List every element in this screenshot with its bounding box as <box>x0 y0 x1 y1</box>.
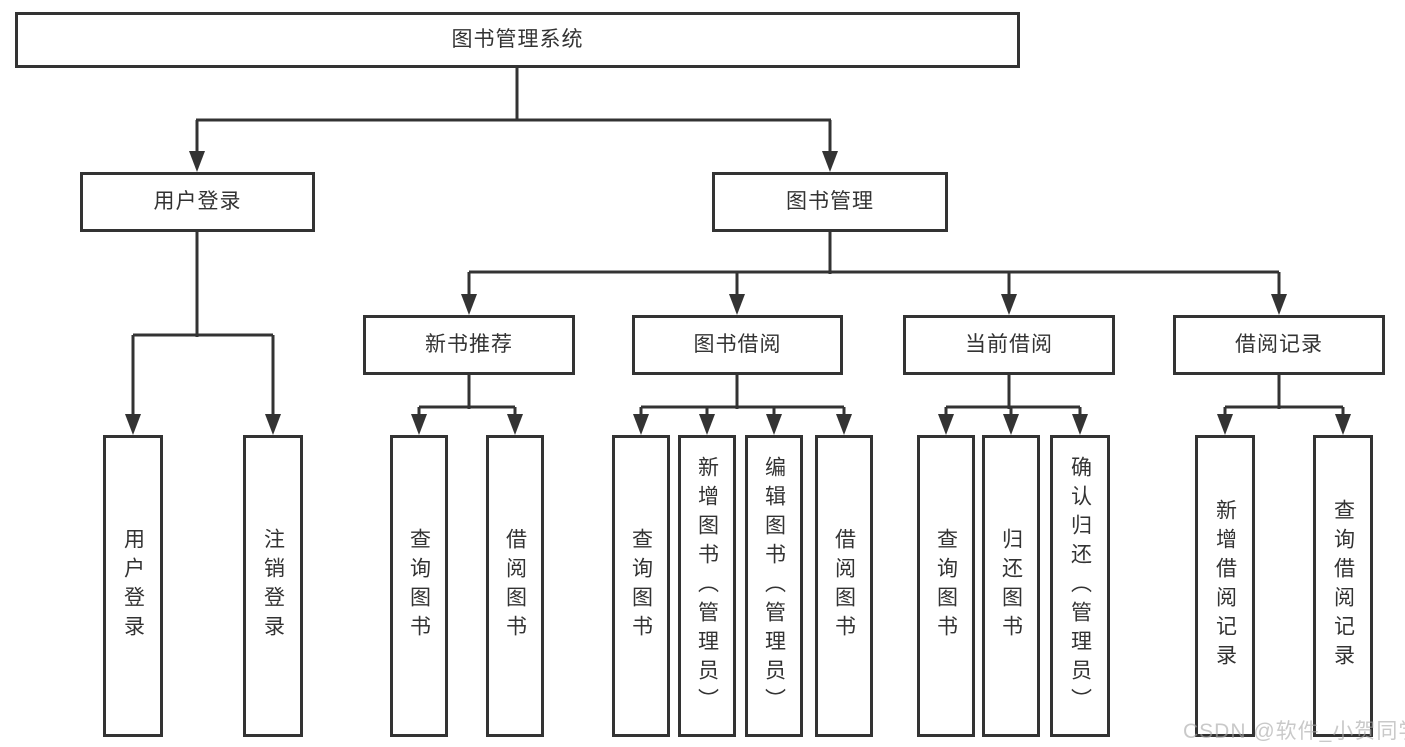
leaf-borrow-books-recommend: 借阅图书 <box>486 435 544 737</box>
node-book-management: 图书管理 <box>712 172 948 232</box>
leaf-query-books-borrow: 查询图书 <box>612 435 670 737</box>
leaf-confirm-return-admin: 确认归还（管理员） <box>1050 435 1110 737</box>
leaf-logout: 注销登录 <box>243 435 303 737</box>
leaf-borrow-books: 借阅图书 <box>815 435 873 737</box>
arrowheads <box>125 151 1351 435</box>
node-book-borrow: 图书借阅 <box>632 315 843 375</box>
leaf-query-borrow-record: 查询借阅记录 <box>1313 435 1373 737</box>
leaf-edit-book-admin: 编辑图书（管理员） <box>745 435 803 737</box>
leaf-add-borrow-record: 新增借阅记录 <box>1195 435 1255 737</box>
node-borrow-records: 借阅记录 <box>1173 315 1385 375</box>
node-new-book-recommend: 新书推荐 <box>363 315 575 375</box>
leaf-add-book-admin: 新增图书（管理员） <box>678 435 736 737</box>
node-user-login: 用户登录 <box>80 172 315 232</box>
leaf-return-book: 归还图书 <box>982 435 1040 737</box>
node-current-borrow: 当前借阅 <box>903 315 1115 375</box>
csdn-watermark: CSDN @软件_小贺同学 <box>1183 720 1405 743</box>
leaf-user-login: 用户登录 <box>103 435 163 737</box>
leaf-query-books-current: 查询图书 <box>917 435 975 737</box>
leaf-query-books-recommend: 查询图书 <box>390 435 448 737</box>
node-library-management-system: 图书管理系统 <box>15 12 1020 68</box>
